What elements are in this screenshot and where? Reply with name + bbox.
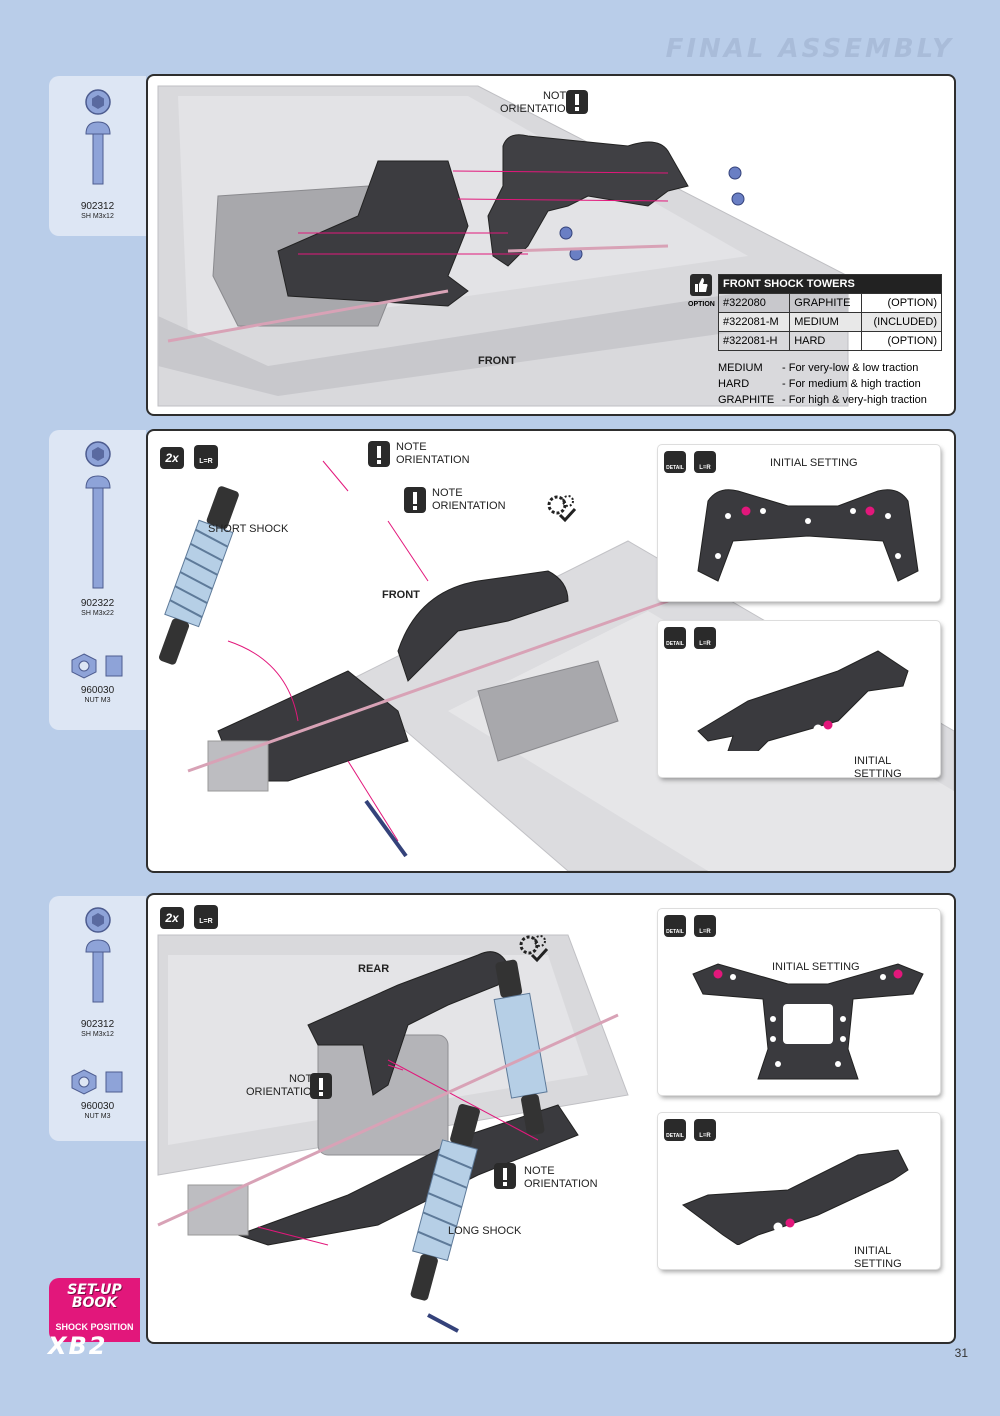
thumbs-up-icon <box>690 274 712 296</box>
short-shock-label: SHORT SHOCK <box>208 523 289 535</box>
note-orientation-label: NOTE ORIENTATION <box>396 441 470 466</box>
brand-logo: XB2 <box>48 1332 108 1360</box>
screw-icon <box>84 441 111 589</box>
long-shock-label: LONG SHOCK <box>448 1225 522 1237</box>
option-label: OPTION <box>688 301 715 308</box>
page-title: FINAL ASSEMBLY <box>665 34 954 64</box>
rear-arm-diagram <box>681 1149 909 1245</box>
front-label: FRONT <box>478 355 516 367</box>
initial-setting-label: INITIAL SETTING <box>854 755 902 780</box>
shock-tower-table: FRONT SHOCK TOWERS #322080 GRAPHITE (OPT… <box>717 274 942 351</box>
warning-icon <box>494 1163 516 1189</box>
left-right-icon: L=R <box>694 915 716 937</box>
detail-zoom-icon: DETAIL <box>664 627 686 649</box>
part-code: 902322 <box>80 598 115 609</box>
orientation-text: ORIENTATION <box>500 103 574 115</box>
nut-icon <box>71 1069 122 1095</box>
part-902322: 902322 SH M3x22 <box>49 438 146 618</box>
step3-panel: 2x L=R REAR NOTE ORIENTATION NOTE ORIENT… <box>146 893 956 1344</box>
part-desc: SH M3x12 <box>81 213 114 220</box>
table-row: #322081-H HARD (OPTION) <box>717 331 942 351</box>
legend-row: MEDIUM- For very-low & low traction <box>718 362 919 374</box>
detail-box-tower: DETAIL L=R INITIAL SETTING <box>658 909 940 1095</box>
table-header: FRONT SHOCK TOWERS <box>718 274 942 294</box>
rear-label: REAR <box>358 963 390 975</box>
gear-check-icon <box>519 935 549 963</box>
left-right-icon: L=R <box>194 905 218 929</box>
detail-zoom-icon: DETAIL <box>664 1119 686 1141</box>
initial-setting-label: INITIAL SETTING <box>854 1245 902 1270</box>
initial-setting-label: INITIAL SETTING <box>772 961 860 973</box>
legend-row: HARD- For medium & high traction <box>718 378 921 390</box>
note-orientation-label: NOTE ORIENTATION <box>524 1165 598 1190</box>
step2-panel: 2x L=R SHORT SHOCK FRONT NOTE ORIENTATIO… <box>146 429 956 873</box>
page-number: 31 <box>954 1346 968 1360</box>
initial-setting-label: INITIAL SETTING <box>770 457 858 469</box>
option-badge: OPTION <box>688 274 715 308</box>
note-text: NOTE <box>542 90 574 102</box>
part-desc: NUT M3 <box>84 1113 111 1120</box>
rear-shock-tower-diagram <box>692 963 924 1080</box>
suspension-arm-diagram <box>697 650 909 751</box>
step3-illustration <box>157 934 629 1333</box>
part-code: 960030 <box>80 685 115 696</box>
part-desc: SH M3x22 <box>81 610 114 617</box>
step1-panel: NOTE ORIENTATION FRONT OPTION FRONT SHOC… <box>146 74 956 416</box>
part-code: 960030 <box>80 1101 115 1112</box>
table-row: #322081-M MEDIUM (INCLUDED) <box>717 312 942 332</box>
left-right-icon: L=R <box>694 627 716 649</box>
screw-icon <box>84 89 111 185</box>
step1-parts-sidebar: 902312 SH M3x12 <box>49 76 146 236</box>
warning-icon <box>368 441 390 467</box>
part-code: 902312 <box>80 201 115 212</box>
part-desc: NUT M3 <box>84 697 111 704</box>
traction-legend: MEDIUM- For very-low & low traction HARD… <box>718 360 927 408</box>
note-orientation-label: NOTE ORIENTATION <box>500 90 574 116</box>
left-right-icon: L=R <box>194 445 218 469</box>
part-902312: 902312 SH M3x12 <box>49 904 146 1039</box>
short-shock <box>159 486 239 665</box>
part-902312: 902312 SH M3x12 <box>49 86 146 221</box>
screw-icon <box>84 907 111 1003</box>
part-desc: SH M3x12 <box>81 1031 114 1038</box>
detail-zoom-icon: DETAIL <box>664 915 686 937</box>
shock-tower-diagram <box>697 489 919 582</box>
part-960030: 960030 NUT M3 <box>49 1068 146 1121</box>
setup-book-badge: SET-UP BOOK SHOCK POSITION <box>49 1278 140 1342</box>
quantity-badge: 2x <box>160 907 184 929</box>
gear-check-icon <box>547 495 577 523</box>
detail-box-arm: DETAIL L=R INITIAL SETTING <box>658 1113 940 1270</box>
front-label: FRONT <box>382 589 420 601</box>
part-960030: 960030 NUT M3 <box>49 652 146 705</box>
table-row: #322080 GRAPHITE (OPTION) <box>717 293 942 313</box>
step2-parts-sidebar: 902322 SH M3x22 960030 NUT M3 <box>49 430 146 730</box>
quantity-badge: 2x <box>160 447 184 469</box>
warning-icon <box>404 487 426 513</box>
detail-zoom-icon: DETAIL <box>664 451 686 473</box>
detail-box-arm: DETAIL L=R INITIAL SETTING <box>658 621 940 780</box>
left-right-icon: L=R <box>694 1119 716 1141</box>
nut-icon <box>71 653 122 679</box>
warning-icon <box>566 90 588 114</box>
step3-parts-sidebar: 902312 SH M3x12 960030 NUT M3 <box>49 896 146 1141</box>
setup-book-title: SET-UP BOOK <box>67 1282 122 1311</box>
setup-book-subtitle: SHOCK POSITION <box>55 1322 134 1332</box>
left-right-icon: L=R <box>694 451 716 473</box>
note-orientation-label: NOTE ORIENTATION <box>432 487 506 512</box>
warning-icon <box>310 1073 332 1099</box>
step1-illustration <box>157 85 849 407</box>
note-orientation-label: NOTE ORIENTATION <box>246 1073 320 1098</box>
detail-box-tower: DETAIL L=R INITIAL SETTING <box>658 445 940 601</box>
part-code: 902312 <box>80 1019 115 1030</box>
legend-row: GRAPHITE- For high & very-high traction <box>718 394 927 406</box>
